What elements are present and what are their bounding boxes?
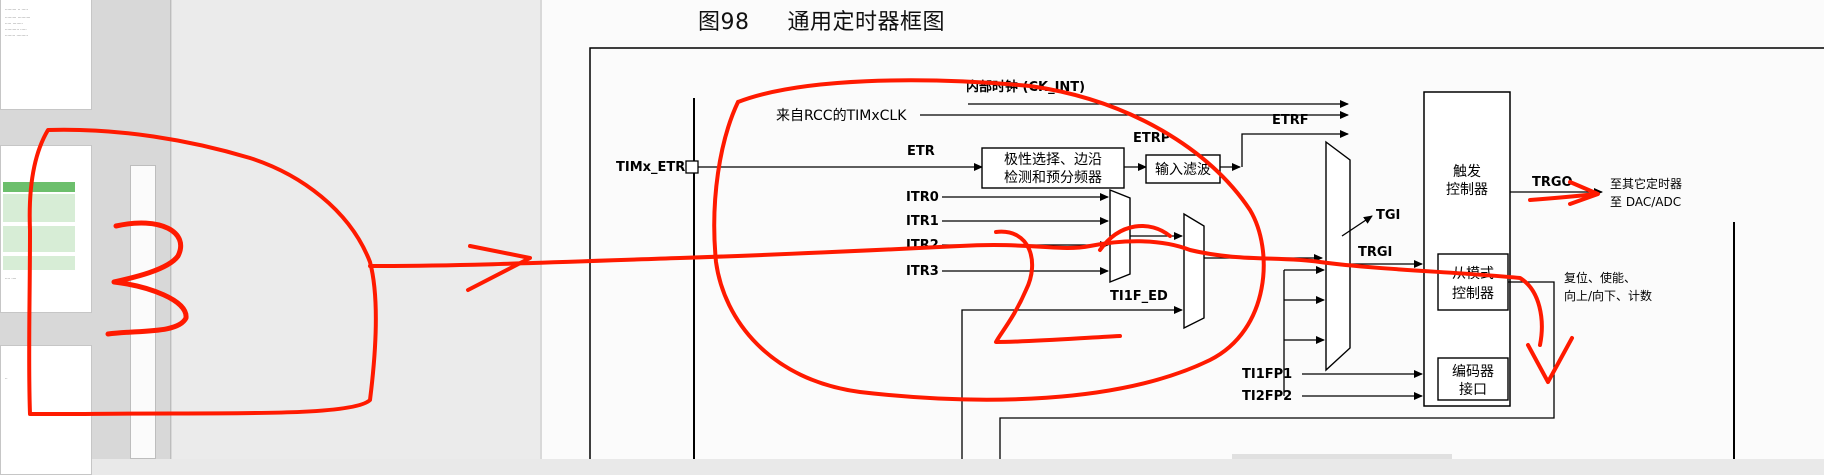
- polarity-prescaler-block: [981, 147, 1125, 189]
- pen-annotation-layer: [27, 78, 1600, 416]
- itr0-label: ITR0: [906, 190, 939, 205]
- thumbnail-slide-1[interactable]: ········· ·· ····· ········· ·········· …: [0, 0, 92, 110]
- canvas-gutter: [172, 0, 542, 459]
- slide-thumbnail-pane[interactable]: ········· ·· ····· ········· ·········· …: [0, 0, 173, 475]
- trgi-label: TRGI: [1358, 245, 1392, 260]
- slave-input-mux: [1325, 140, 1351, 372]
- tgi-label: TGI: [1376, 208, 1400, 223]
- polarity-block-line2: 检测和预分频器: [1004, 170, 1102, 186]
- etrf-label: ETRF: [1272, 113, 1309, 128]
- encoder-line1: 编码器: [1452, 364, 1494, 380]
- figure-title: 图98 通用定时器框图: [698, 4, 945, 36]
- slave-out-line1: 复位、使能、: [1564, 270, 1636, 285]
- encoder-line2: 接口: [1459, 381, 1487, 398]
- ti1fp1-label: TI1FP1: [1242, 367, 1292, 382]
- trgo-label: TRGO: [1532, 175, 1573, 190]
- thumbnail-slide-2[interactable]: ···· ····: [0, 145, 92, 313]
- etr-label: ETR: [907, 144, 935, 159]
- trigger-controller-block: [1423, 91, 1511, 407]
- encoder-interface-block: [1437, 357, 1509, 401]
- trigger-ctrl-line1: 触发: [1453, 164, 1481, 180]
- rcc-clock-label: 来自RCC的TIMxCLK: [776, 108, 907, 124]
- thumbnail-scroll-track[interactable]: [130, 165, 156, 459]
- trigger-select-mux: [1183, 212, 1205, 330]
- etr-pin-label: TIMx_ETR: [616, 160, 685, 175]
- ti2fp2-label: TI2FP2: [1242, 389, 1292, 404]
- figure-number: 图98: [698, 10, 750, 35]
- input-filter-label: 输入滤波: [1155, 162, 1211, 178]
- trgo-dest-line2: 至 DAC/ADC: [1610, 195, 1681, 209]
- etrp-label: ETRP: [1133, 131, 1170, 146]
- trgo-dest-line1: 至其它定时器: [1610, 176, 1682, 191]
- input-filter-block: [1145, 154, 1221, 184]
- itr1-label: ITR1: [906, 214, 939, 229]
- figure-caption: 通用定时器框图: [787, 10, 946, 35]
- document-page: 图98 通用定时器框图 内部时钟 (CK_INT) 来自RCC的TIMxCLK T…: [542, 0, 1824, 459]
- slave-out-line2: 向上/向下、计数: [1564, 288, 1652, 303]
- itr3-label: ITR3: [906, 264, 939, 279]
- itr-mux: [1109, 188, 1131, 284]
- timer-block-diagram: 内部时钟 (CK_INT) 来自RCC的TIMxCLK TIMx_ETR ETR…: [589, 47, 1824, 459]
- polarity-block-line1: 极性选择、边沿: [1004, 152, 1102, 168]
- slave-ctrl-line2: 控制器: [1452, 286, 1494, 302]
- diagram-frame: [589, 47, 1824, 459]
- thumbnail-slide-3[interactable]: ··: [0, 345, 92, 475]
- trigger-ctrl-line2: 控制器: [1446, 182, 1488, 198]
- ti1f-ed-label: TI1F_ED: [1110, 289, 1168, 304]
